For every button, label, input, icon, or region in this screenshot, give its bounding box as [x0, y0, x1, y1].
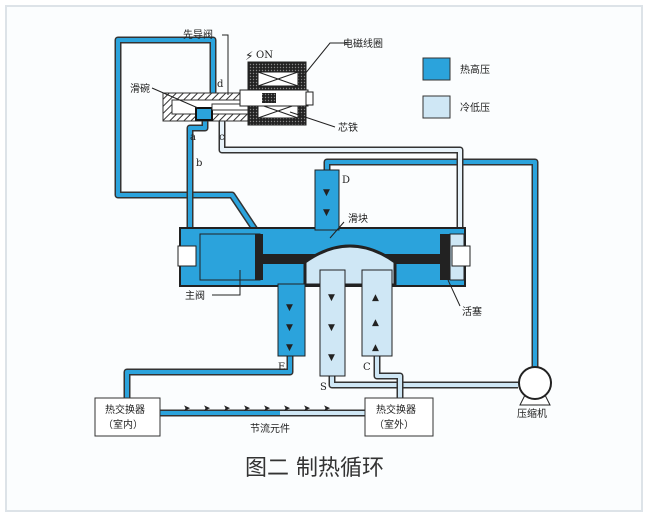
- svg-text:▼: ▼: [286, 343, 293, 353]
- figure-title: 图二 制热循环: [245, 456, 384, 481]
- label-port-S: S: [320, 382, 327, 393]
- svg-text:▼: ▼: [323, 188, 330, 198]
- label-compressor: 压缩机: [517, 407, 547, 420]
- svg-text:▼: ▼: [328, 323, 335, 333]
- label-slider: 滑块: [348, 213, 368, 225]
- label-throttle: 节流元件: [250, 422, 290, 435]
- flow-arrows: ▼ ▼ ▼ ▼ ▼ ▼ ▼ ▼ ▲ ▲ ▲: [286, 188, 379, 363]
- pilot-valve: [162, 92, 253, 122]
- low-pressure-tubes: [218, 120, 518, 417]
- left-end-cap: [177, 245, 197, 267]
- label-pilot-valve: 先导阀: [183, 28, 213, 41]
- label-iron-core: 芯铁: [338, 121, 358, 134]
- solenoid-coil: [239, 61, 314, 126]
- label-piston: 活塞: [462, 305, 482, 318]
- label-indoor-hx-sub: （室内）: [103, 418, 143, 431]
- svg-text:➤: ➤: [303, 404, 311, 414]
- svg-text:▲: ▲: [372, 318, 379, 328]
- svg-text:▼: ▼: [328, 353, 335, 363]
- label-port-c: c: [219, 132, 225, 143]
- port-E-pipe: [277, 283, 306, 357]
- port-C-pipe: [361, 269, 393, 357]
- high-pressure-tubes: [114, 36, 539, 417]
- label-main-valve: 主阀: [185, 289, 205, 302]
- label-solenoid-coil: 电磁线圈: [343, 37, 383, 50]
- svg-text:➤: ➤: [243, 404, 251, 414]
- iron-core: [262, 93, 276, 103]
- legend-swatch-low: [422, 95, 451, 119]
- svg-text:▲: ▲: [372, 293, 379, 303]
- throttle-flow-arrows: ➤ ➤ ➤ ➤ ➤ ➤ ➤ ➤: [183, 404, 331, 414]
- svg-text:▼: ▼: [286, 303, 293, 313]
- label-on: ON: [256, 50, 273, 61]
- svg-text:➤: ➤: [183, 404, 191, 414]
- right-end-cap: [451, 245, 471, 267]
- label-port-b: b: [196, 158, 202, 169]
- legend-label-high: 热高压: [460, 63, 490, 76]
- port-D-pipe: [314, 169, 340, 231]
- svg-text:▲: ▲: [372, 343, 379, 353]
- port-S-pipe: [319, 269, 346, 377]
- compressor: [518, 366, 552, 406]
- slide-bowl: [195, 107, 213, 121]
- legend-label-low: 冷低压: [460, 101, 490, 114]
- svg-text:▼: ▼: [286, 323, 293, 333]
- piston: [440, 234, 450, 280]
- leader-lines: [151, 34, 461, 307]
- label-port-E: E: [278, 362, 285, 373]
- svg-text:➤: ➤: [203, 404, 211, 414]
- label-port-D: D: [342, 175, 350, 186]
- svg-text:➤: ➤: [223, 404, 231, 414]
- svg-text:➤: ➤: [323, 404, 331, 414]
- outdoor-heat-exchanger: [364, 397, 434, 437]
- label-port-a: a: [190, 132, 196, 143]
- legend-swatch-high: [422, 57, 451, 81]
- svg-text:➤: ➤: [283, 404, 291, 414]
- label-indoor-hx: 热交换器: [105, 403, 145, 416]
- label-slide-bowl: 滑碗: [130, 82, 150, 95]
- svg-text:▼: ▼: [328, 293, 335, 303]
- label-port-d: d: [217, 79, 224, 90]
- indoor-heat-exchanger: [94, 397, 161, 437]
- label-outdoor-hx: 热交换器: [376, 403, 416, 416]
- svg-text:➤: ➤: [263, 404, 271, 414]
- svg-text:▼: ▼: [323, 208, 330, 218]
- label-outdoor-hx-sub: （室外）: [374, 418, 414, 431]
- lightning-icon: ⚡: [245, 49, 253, 63]
- label-port-C: C: [363, 362, 371, 373]
